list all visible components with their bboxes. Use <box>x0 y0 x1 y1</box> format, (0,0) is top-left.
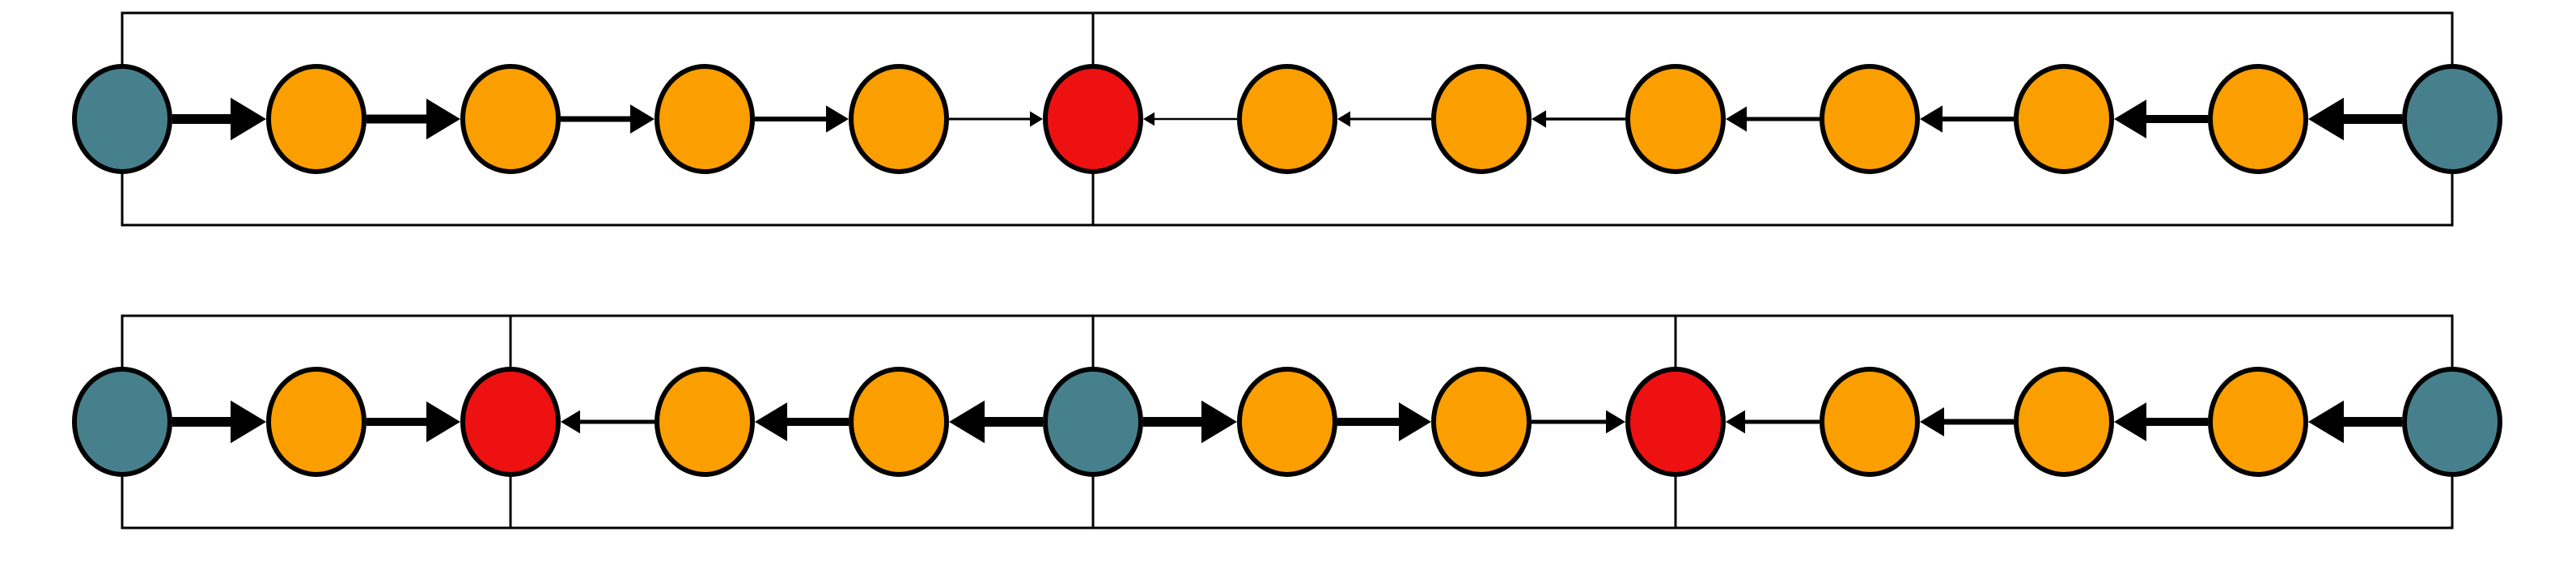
arrowhead-left-icon <box>1920 105 1943 133</box>
node-orange <box>655 64 755 174</box>
node-orange <box>266 64 366 174</box>
arrowhead-left-icon <box>2308 400 2344 444</box>
arrowhead-right-icon <box>1399 402 1431 441</box>
arrowhead-left-icon <box>1337 111 1350 127</box>
node-teal <box>1043 367 1143 477</box>
node-orange <box>2014 64 2114 174</box>
node-orange <box>849 367 949 477</box>
node-teal <box>2402 367 2502 477</box>
arrowhead-right-icon <box>1606 410 1625 434</box>
arrowhead-right-icon <box>1201 400 1237 444</box>
arrowhead-right-icon <box>630 104 655 134</box>
node-teal <box>72 64 172 174</box>
node-orange <box>849 64 949 174</box>
node-orange <box>1431 367 1532 477</box>
node-red <box>1625 367 1726 477</box>
node-orange <box>2208 64 2308 174</box>
node-red <box>460 367 561 477</box>
arrowhead-right-icon <box>231 400 266 444</box>
node-orange <box>266 367 366 477</box>
node-orange <box>2208 367 2308 477</box>
arrowhead-left-icon <box>561 410 580 434</box>
arrowhead-left-icon <box>1143 112 1155 126</box>
node-orange <box>460 64 561 174</box>
node-orange <box>2014 367 2114 477</box>
arrowhead-right-icon <box>231 97 266 141</box>
node-orange <box>1625 64 1726 174</box>
arrowhead-left-icon <box>1920 407 1944 436</box>
arrowhead-left-icon <box>1532 110 1546 128</box>
node-orange <box>1237 64 1337 174</box>
arrowhead-right-icon <box>1030 111 1043 127</box>
arrowhead-right-icon <box>426 98 460 140</box>
node-teal <box>72 367 172 477</box>
node-red <box>1043 64 1143 174</box>
arrowhead-right-icon <box>826 105 849 133</box>
node-orange <box>1820 64 1920 174</box>
node-teal <box>2402 64 2502 174</box>
arrowhead-left-icon <box>1726 106 1747 132</box>
arrowhead-right-icon <box>426 401 460 443</box>
arrowhead-left-icon <box>755 402 787 441</box>
arrowhead-left-icon <box>2114 100 2146 138</box>
arrowhead-left-icon <box>2114 402 2146 441</box>
node-orange <box>1237 367 1337 477</box>
arrowhead-left-icon <box>1726 410 1745 434</box>
node-orange <box>1820 367 1920 477</box>
node-orange <box>1431 64 1532 174</box>
node-orange <box>655 367 755 477</box>
arrowhead-left-icon <box>949 400 985 444</box>
arrowhead-left-icon <box>2308 97 2344 141</box>
